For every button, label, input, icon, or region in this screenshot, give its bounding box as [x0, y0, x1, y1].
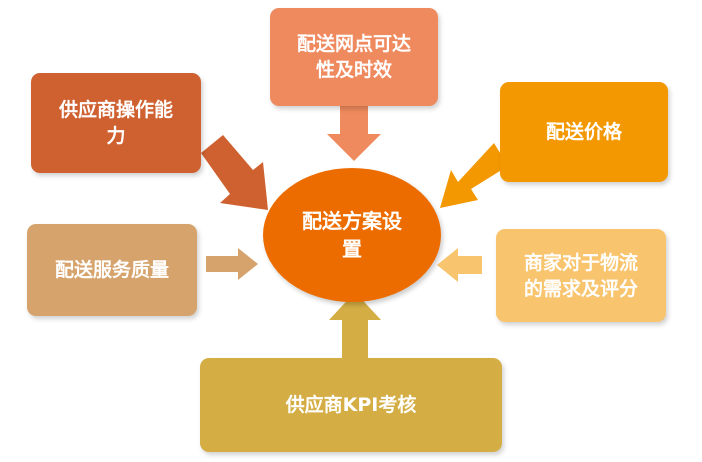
- factor-label-coverage: 配送网点可达 性及时效: [296, 33, 411, 81]
- arrow-operation: [201, 135, 268, 210]
- arrow-price: [440, 143, 508, 208]
- center-label: 配送方案设 置: [302, 209, 402, 261]
- factor-label-kpi: 供应商KPI考核: [285, 394, 417, 416]
- factor-box-kpi: 供应商KPI考核: [200, 358, 502, 452]
- arrow-merchant: [437, 248, 482, 282]
- factor-box-quality: 配送服务质量: [27, 224, 197, 316]
- arrow-quality: [206, 248, 258, 280]
- factor-label-quality: 配送服务质量: [54, 259, 169, 281]
- center-node: 配送方案设 置: [263, 168, 441, 302]
- arrow-coverage: [327, 106, 381, 161]
- factor-box-merchant: 商家对于物流 的需求及评分: [496, 229, 666, 322]
- arrow-kpi: [329, 292, 381, 360]
- factor-box-coverage: 配送网点可达 性及时效: [270, 8, 438, 106]
- factor-label-merchant: 商家对于物流 的需求及评分: [523, 251, 638, 300]
- factor-label-operation: 供应商操作能 力: [58, 99, 173, 147]
- factor-box-price: 配送价格: [500, 82, 668, 182]
- factor-box-operation: 供应商操作能 力: [31, 73, 201, 173]
- factor-label-price: 配送价格: [545, 121, 622, 143]
